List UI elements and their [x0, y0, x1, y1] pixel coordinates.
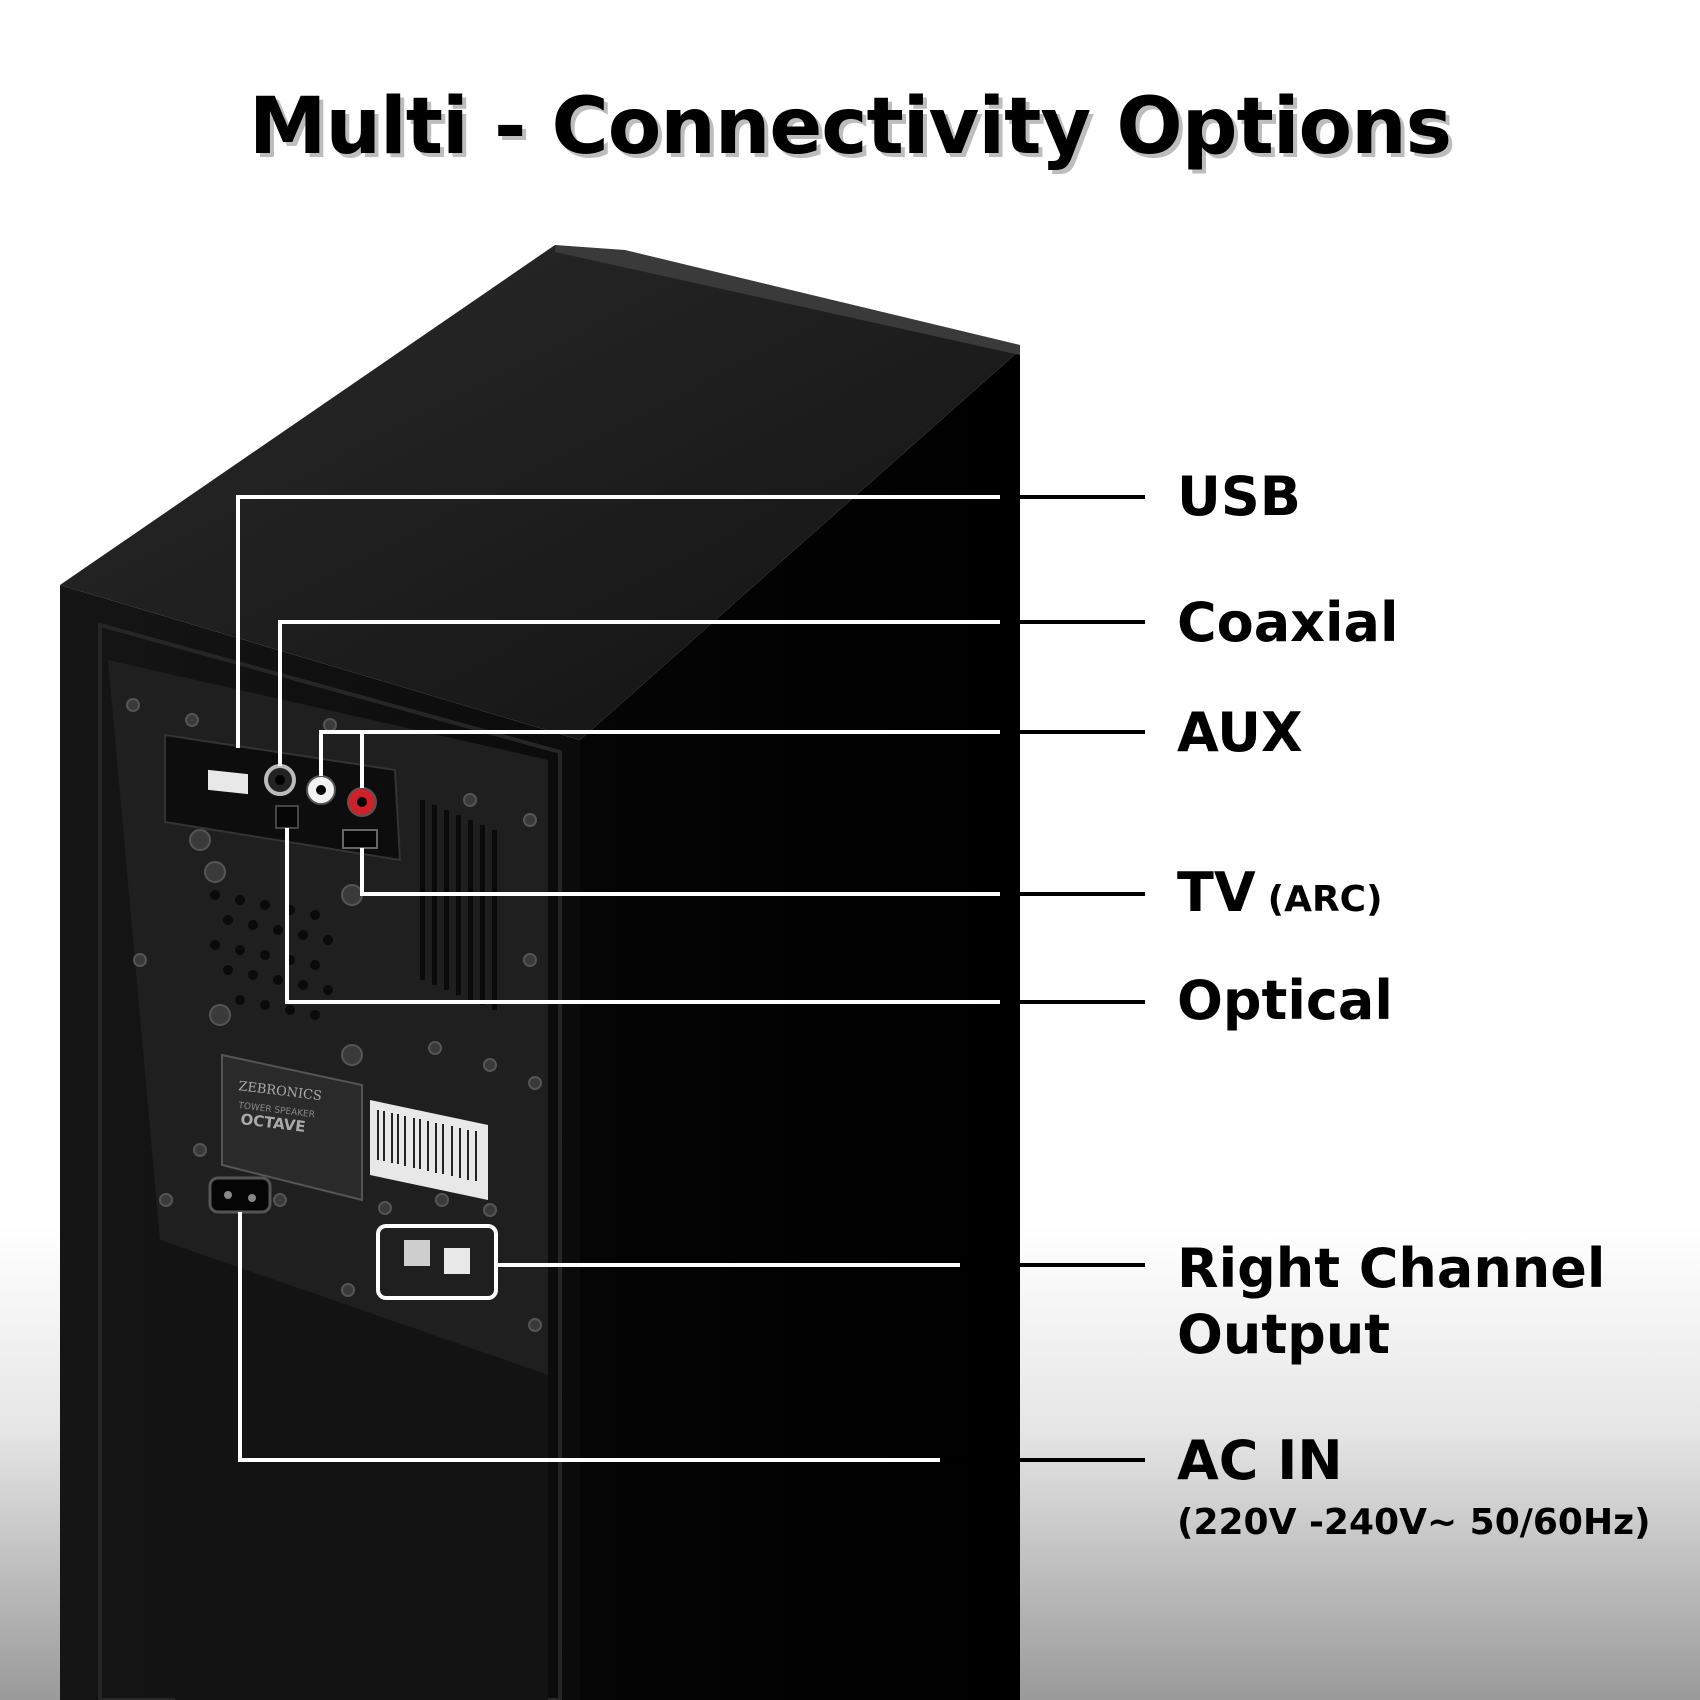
speaker-terminal-white	[444, 1248, 470, 1274]
aux-callout-line	[319, 730, 1145, 776]
label-tv-text: TV	[1177, 861, 1256, 924]
label-optical: Optical	[1177, 969, 1393, 1032]
cabinet-side	[580, 350, 1020, 1700]
cabinet-top	[60, 245, 1020, 740]
hdmi-port	[342, 829, 378, 849]
screws	[126, 698, 542, 1332]
usb-port	[208, 769, 248, 795]
label-aux: AUX	[1177, 701, 1303, 764]
label-tv: TV(ARC)	[1177, 866, 1383, 920]
optical-port	[275, 805, 299, 829]
label-usb: USB	[1177, 465, 1301, 528]
callout-lines	[236, 495, 1145, 1462]
info-sticker	[221, 1053, 363, 1202]
connector-recess	[164, 733, 402, 862]
speaker-terminal-black	[404, 1240, 430, 1266]
ac-inlet	[208, 1176, 272, 1214]
ac-in-callout-line	[238, 1212, 1145, 1462]
label-right-channel: Right Channel Output	[1177, 1236, 1605, 1368]
label-ac-in: AC IN	[1177, 1429, 1343, 1492]
label-ac-in-note: (220V -240V~ 50/60Hz)	[1177, 1502, 1651, 1543]
label-right-channel-line1: Right Channel	[1177, 1237, 1606, 1300]
grille-holes	[210, 890, 333, 1020]
label-right-channel-line2: Output	[1177, 1303, 1391, 1366]
right-channel-highlight	[376, 1224, 498, 1300]
label-coaxial: Coaxial	[1177, 591, 1399, 654]
optical-callout-line	[285, 828, 1145, 1004]
page-title: Multi - Connectivity Options	[248, 82, 1452, 172]
label-tv-note: (ARC)	[1267, 879, 1383, 920]
usb-callout-line	[236, 495, 1145, 748]
tv-callout-line	[360, 848, 1145, 896]
coaxial-callout-line	[278, 620, 1145, 766]
barcode-sticker	[370, 1100, 488, 1200]
